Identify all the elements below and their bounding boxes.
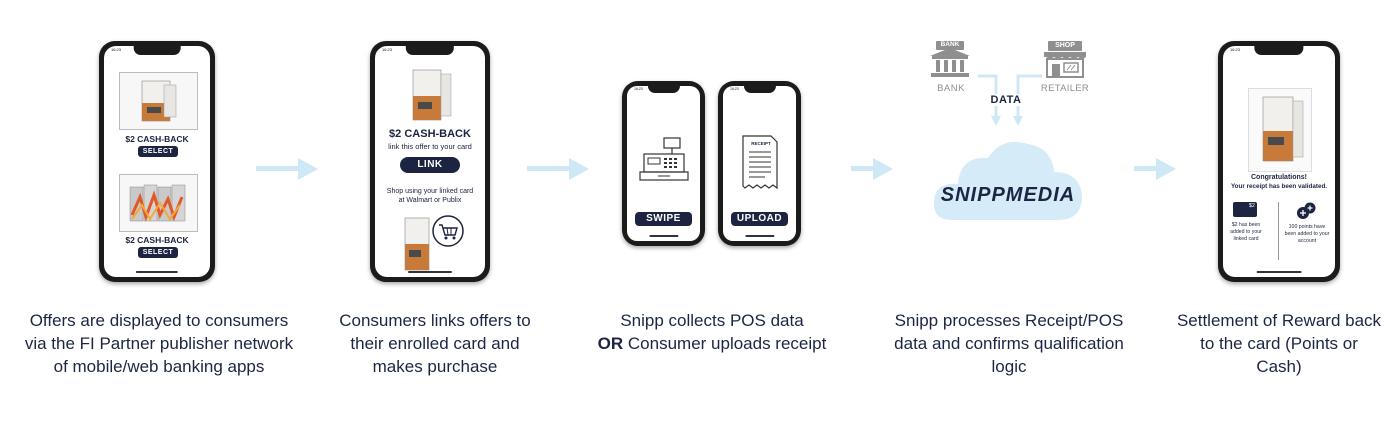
phone-upload: 16:23 RECEIPT UPLOAD: [718, 81, 801, 246]
offer2-label: $2 CASH-BACK: [125, 235, 189, 245]
caption-text: Consumer uploads receipt: [627, 334, 827, 353]
status-time: 16:23: [111, 47, 122, 52]
receipt-icon: [742, 135, 778, 190]
offer-subtitle: link this offer to your card: [388, 142, 472, 151]
phone-notch: [405, 46, 455, 55]
bank-sign: BANK: [940, 41, 960, 48]
phone-screen: 16:23 $2 CASH-BACK SELECT $2 CASH-BACK: [104, 46, 210, 277]
caption-text: Snipp collects POS data: [620, 311, 804, 330]
phone-notch: [133, 46, 181, 55]
phone-link-offer: 16:23 $2 CASH-BACK link this offer to yo…: [370, 41, 490, 282]
phone-screen: 16:23 SWIPE: [627, 86, 700, 241]
select-button-2[interactable]: SELECT: [138, 247, 178, 258]
phone-offers: 16:23 $2 CASH-BACK SELECT $2 CASH-BACK: [99, 41, 215, 282]
caption-step-1: Offers are displayed to consumers via th…: [24, 311, 294, 376]
cloud-icon: [933, 141, 1082, 220]
offer-title: $2 CASH-BACK: [389, 128, 471, 140]
cans-icon: [129, 184, 186, 222]
phone-screen: 16:23 RECEIPT UPLOAD: [723, 86, 796, 241]
offer-image-coffee: [119, 72, 198, 130]
home-indicator: [1256, 271, 1302, 273]
caption-step-2: Consumers links offers to their enrolled…: [339, 311, 531, 376]
phone-reward: 16:23 Congratulations! Your receipt has …: [1218, 41, 1340, 282]
card-value: $2: [1248, 203, 1255, 209]
upload-button[interactable]: UPLOAD: [731, 212, 788, 226]
congrats-subtitle: Your receipt has been validated.: [1230, 183, 1328, 190]
coffee-bag-icon: [412, 69, 452, 121]
status-time: 16:23: [1230, 47, 1241, 52]
arrow-right-icon: [1134, 158, 1176, 180]
coffee-bag-icon: [141, 80, 177, 122]
home-indicator: [648, 235, 679, 237]
coffee-bag-icon: [1262, 96, 1304, 162]
home-indicator: [408, 271, 452, 273]
shop-text: Shop using your linked card at Walmart o…: [386, 188, 474, 204]
congrats-title: Congratulations!: [1251, 174, 1307, 181]
swipe-button[interactable]: SWIPE: [635, 212, 692, 226]
phone-screen: 16:23 Congratulations! Your receipt has …: [1223, 46, 1335, 277]
select-button-1[interactable]: SELECT: [138, 146, 178, 157]
status-time: 16:23: [382, 47, 393, 52]
cash-register-icon: [639, 137, 689, 181]
caption-step-5: Settlement of Reward back to the card (P…: [1176, 311, 1382, 376]
arrow-right-icon: [256, 158, 318, 180]
phone-screen: 16:23 $2 CASH-BACK link this offer to yo…: [375, 46, 485, 277]
caption-step-4: Snipp processes Receipt/POS data and con…: [894, 311, 1124, 376]
product-image: [1248, 88, 1312, 172]
phone-notch: [647, 86, 680, 93]
divider: [1278, 202, 1279, 260]
receipt-label: RECEIPT: [751, 141, 771, 146]
data-label: DATA: [982, 94, 1030, 106]
status-time: 16:23: [634, 87, 643, 91]
status-time: 16:23: [730, 87, 739, 91]
phone-notch: [743, 86, 776, 93]
card-icon: $2: [1233, 202, 1257, 217]
snippmedia-logo: SNIPPMEDIA: [940, 184, 1076, 206]
shop-icon: [1044, 41, 1086, 78]
home-indicator: [744, 235, 775, 237]
cash-text: $2 has been added to your linked card: [1230, 222, 1262, 242]
home-indicator: [135, 271, 179, 273]
offer-image-cans: [119, 174, 198, 232]
points-icon: [1297, 202, 1316, 219]
arrow-right-icon: [851, 158, 893, 180]
caption-step-3: Snipp collects POS data OR Consumer uplo…: [596, 309, 828, 355]
bank-icon: [930, 41, 970, 77]
phone-swipe: 16:23 SWIPE: [622, 81, 705, 246]
caption-bold: OR: [597, 334, 624, 353]
shop-sign: SHOP: [1055, 42, 1075, 49]
retailer-label: RETAILER: [1040, 83, 1090, 94]
link-button[interactable]: LINK: [400, 157, 460, 173]
shopping-cart-icon: [432, 215, 464, 247]
arrow-right-icon: [527, 158, 589, 180]
phone-notch: [1254, 46, 1304, 55]
coffee-bag-icon: [404, 217, 430, 271]
offer1-label: $2 CASH-BACK: [125, 134, 189, 144]
points-text: 100 points have been added to your accou…: [1284, 224, 1330, 244]
bank-label: BANK: [937, 83, 965, 94]
